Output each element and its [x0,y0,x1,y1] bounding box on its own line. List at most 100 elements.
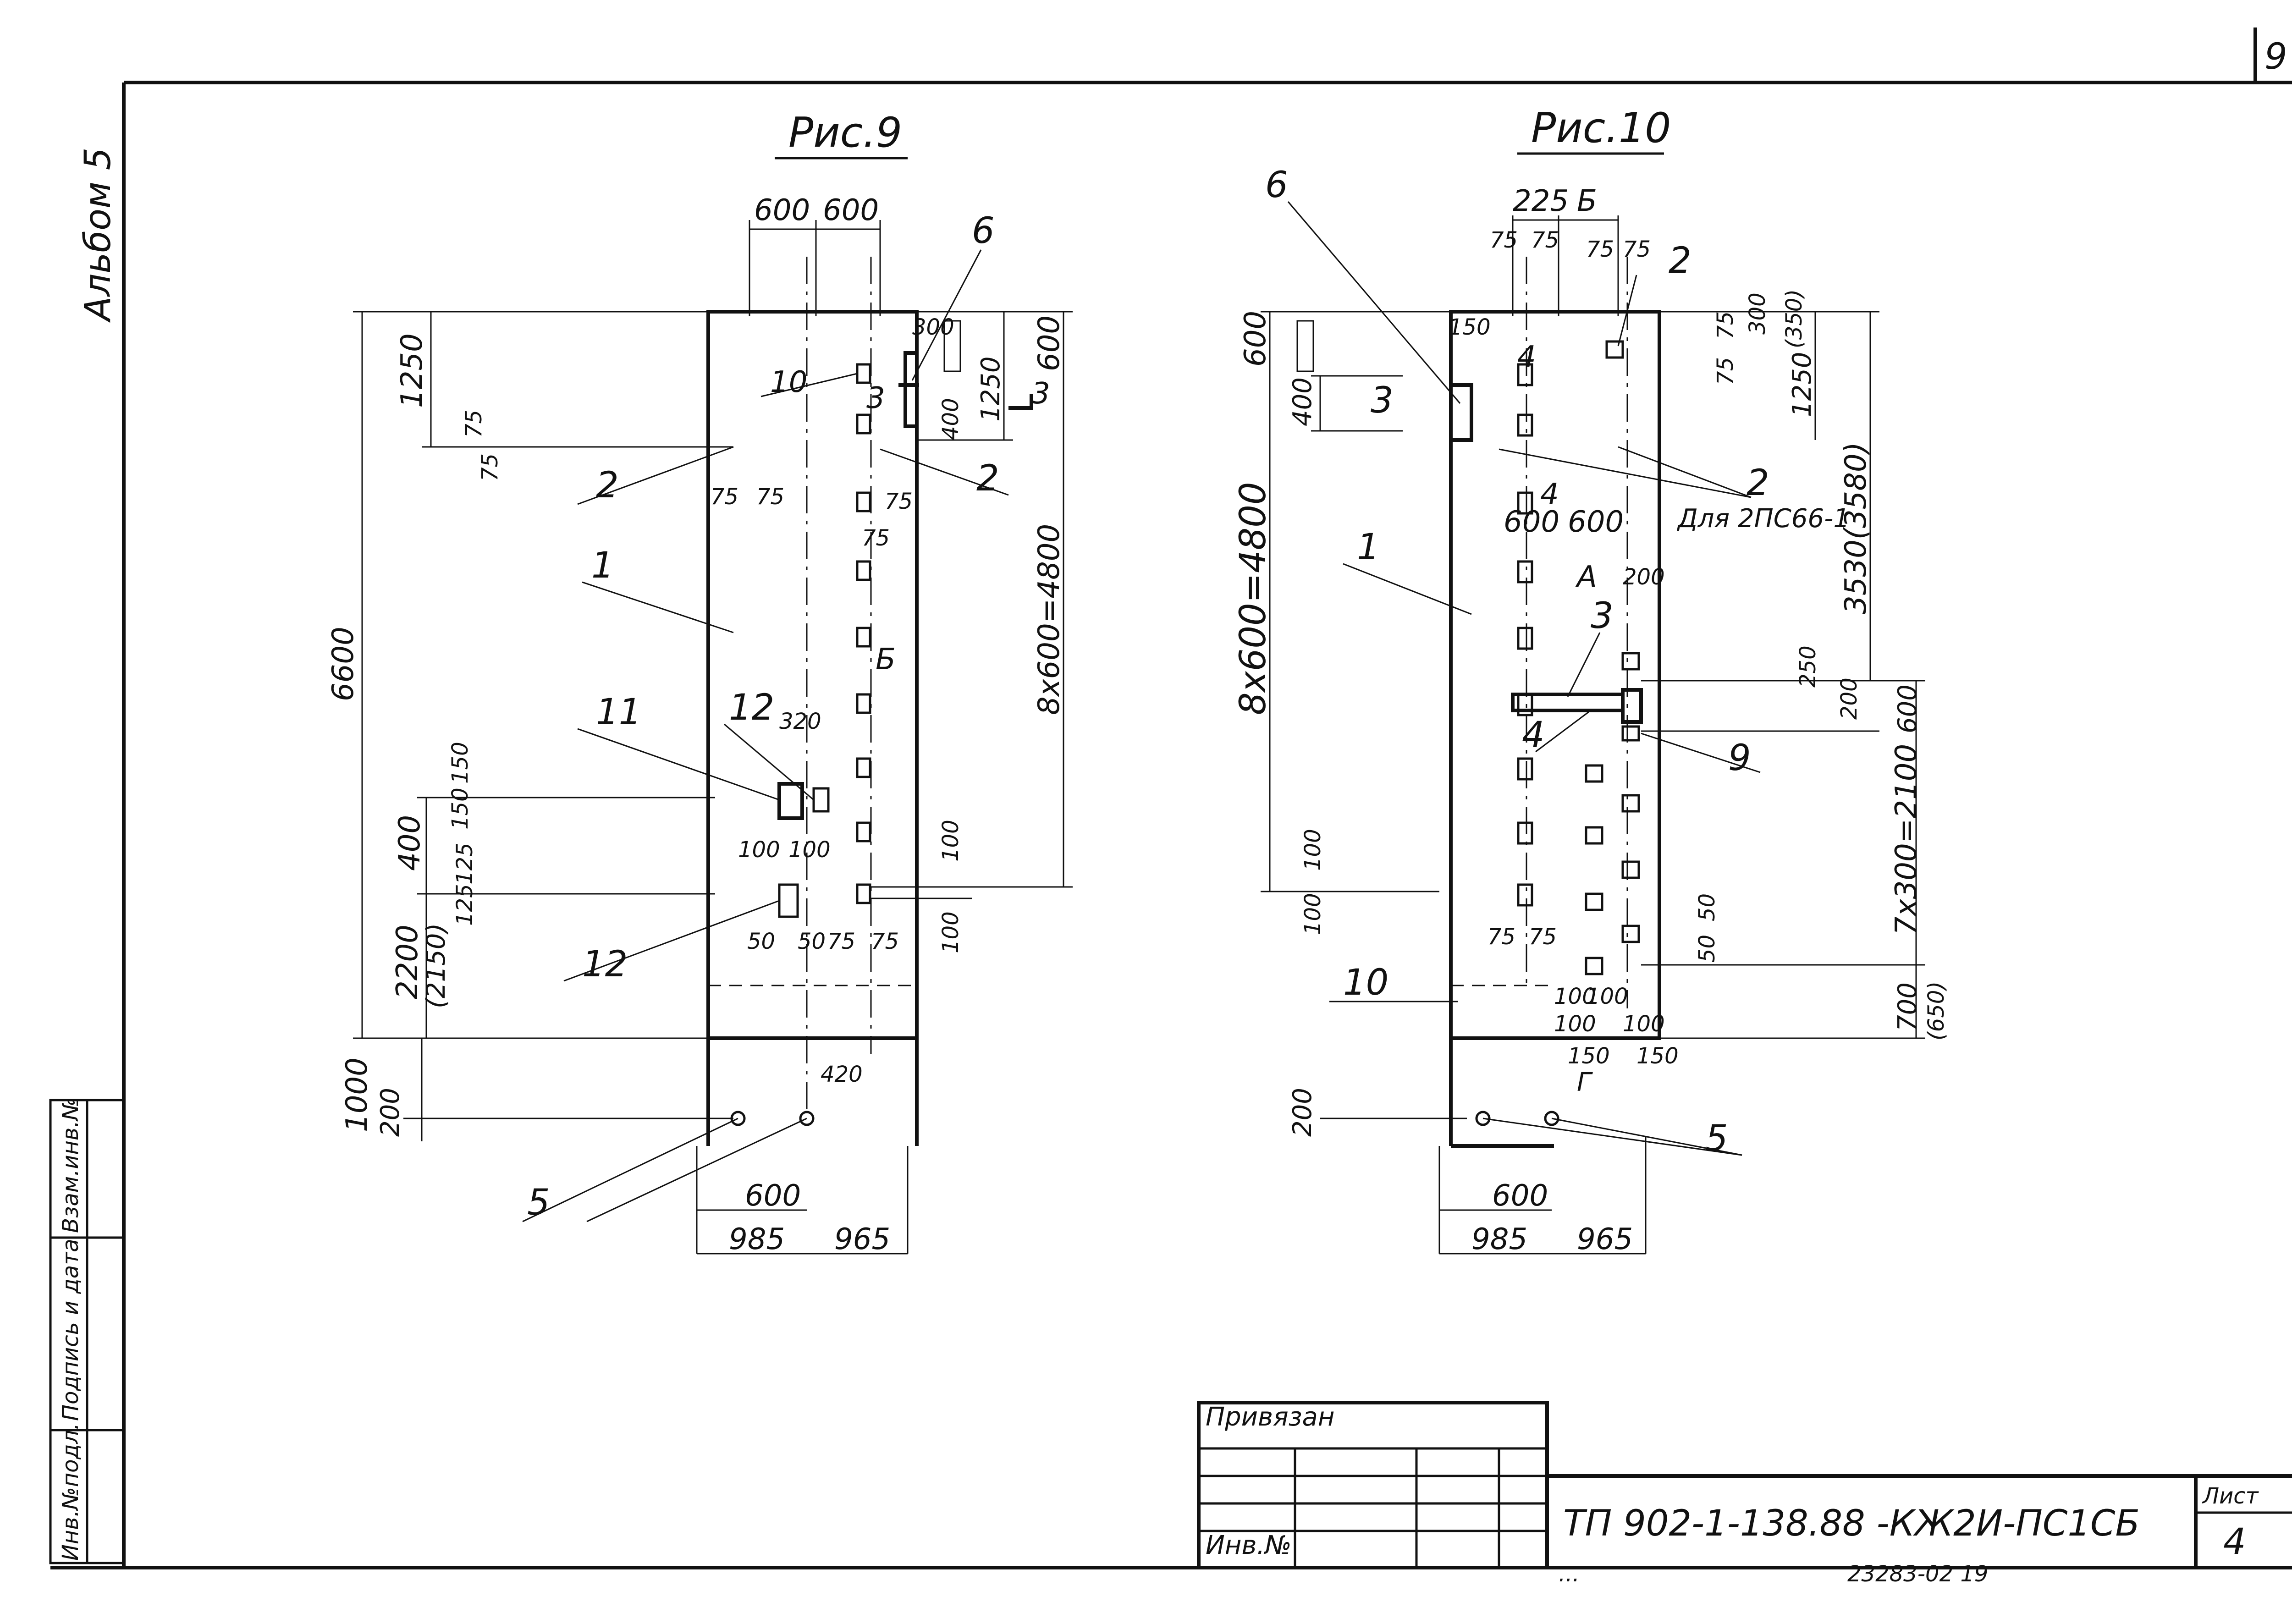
fig10-dim-50r1: 50 [1694,893,1720,921]
fig9-dim-75a: 75 [461,410,487,438]
fig10-callout-3a: 3 [1591,595,1614,637]
fig9-dim-200: 200 [375,1088,405,1137]
fig9-callout-12b: 12 [582,944,628,985]
fig9-callout-5: 5 [527,1182,550,1223]
fig9-dim-75d: 75 [756,484,784,510]
fig9-dim-2150: (2150) [421,923,451,1008]
fig9-dim-2200: 2200 [391,925,424,999]
fig9-dim-75f: 75 [862,525,890,551]
fig10-dim-100l1: 100 [1300,829,1326,871]
fig9-dimensions [353,220,1073,1255]
fig10-callout-4a: 4 [1517,340,1536,374]
fig9-dim-75b: 75 [477,453,503,481]
title-block: Привязан Инв.№ ТП 902-1-138.88 -КЖ2И-ПС1… [1197,1401,2292,1587]
fig9-callout-3b: 3 [1031,377,1050,411]
fig10-dim-350r: (350) [1781,289,1807,348]
stamp-inv-podl: Инв.№подл. [58,1423,83,1561]
fig10-dim-75r2: 75 [1713,357,1738,385]
fig9-callout-3a: 3 [866,381,885,415]
fig10-panel [1449,310,1661,1040]
fig10-dim-200r: 200 [1836,677,1862,720]
fig10-callout-4c: 4 [1522,715,1545,756]
fig10-callout-1: 1 [1357,527,1380,568]
fig9-dim-75h: 75 [871,929,899,954]
fig10-dim-600r: 600 [1893,684,1923,733]
fig9-dim-965: 965 [834,1222,890,1256]
fig9-callout-11: 11 [596,692,641,733]
figure-9: Рис.9 [326,109,1073,1256]
title-block-inv-no: Инв.№ [1206,1530,1292,1560]
figure-10: Рис.10 [1233,104,1949,1256]
fig10-dim-a: А [1575,560,1597,594]
fig9-dim-4800: 8x600=4800 [1032,524,1066,715]
fig9-dim-1000: 1000 [340,1057,374,1132]
fig10-dim-75c: 75 [1586,237,1614,262]
fig9-callout-12a: 12 [729,687,774,728]
fig9-dim-100a: 100 [738,837,780,863]
fig10-dim-600l: 600 [1239,311,1273,367]
fig10-dim-75d: 75 [1623,237,1651,262]
fig10-callout-3b: 3 [1371,380,1394,421]
fig10-title: Рис.10 [1531,104,1671,152]
fig10-dim-300r: 300 [1745,292,1770,335]
fig9-title: Рис.9 [788,109,902,157]
fig9-dim-75c: 75 [711,484,738,510]
fig10-dim-75b: 75 [1531,227,1559,253]
fig10-dim-600a: 600 [1504,505,1559,539]
fig10-dim-985: 985 [1471,1222,1527,1256]
fig9-dim-1250: 1250 [395,333,429,408]
fig10-dim-400l: 400 [1288,377,1317,426]
footer-left: ... [1559,1561,1580,1587]
fig9-plates [777,363,871,918]
fig10-callout-10: 10 [1343,962,1388,1003]
corner-mark: 9 [2264,36,2287,77]
footer-right: 23283-02 19 [1847,1561,1988,1587]
fig9-dim-600-bottom: 600 [745,1179,801,1213]
fig9-dim-50b: 50 [798,929,826,954]
fig10-dim-650: (650) [1923,981,1949,1040]
fig10-dim-200i: 200 [1623,564,1665,590]
fig9-dim-50a: 50 [747,929,775,954]
fig9-dim-150a: 150 [447,742,473,784]
title-block-sheet-label: Лист [2202,1483,2259,1509]
fig10-dim-75i2: 75 [1529,924,1557,950]
fig10-callout-6: 6 [1265,165,1288,206]
fig10-dim-200l: 200 [1288,1088,1317,1137]
fig10-callout-4b: 4 [1540,478,1559,512]
fig9-dim-100b: 100 [788,837,831,863]
fig9-dim-125a: 125 [452,842,478,885]
fig10-dim-600b: 600 [1568,505,1624,539]
fig10-dim-100i3: 100 [1554,1011,1596,1037]
fig9-dim-100r1: 100 [938,820,964,862]
fig10-callout-2b: 2 [1669,240,1691,281]
fig10-dim-75i1: 75 [1488,924,1515,950]
fig9-panel [706,310,919,1040]
fig9-dim-100r2: 100 [938,911,964,953]
sheet-frame: 9 [50,28,2292,1569]
title-block-privyazan: Привязан [1206,1402,1334,1432]
fig9-dim-420: 420 [821,1062,863,1087]
stamp-vzam-inv: Взам.инв.№ [58,1098,83,1233]
fig10-dim-150i1: 150 [1568,1043,1610,1069]
album-label: Альбом 5 [77,148,119,323]
fig10-dim-50r2: 50 [1694,935,1720,963]
fig10-plates [1511,340,1643,975]
title-block-sheet-number: 4 [2223,1521,2246,1563]
stamp-signature-date: Подпись и дата [58,1239,83,1421]
fig9-dim-75e: 75 [885,489,913,514]
fig9-dim-1250r: 1250 [976,356,1006,422]
fig9-dim-320: 320 [779,709,821,734]
fig10-dim-250r: 250 [1795,645,1821,688]
fig10-dim-g: Г [1577,1068,1593,1097]
fig10-dimensions [1261,215,1925,1255]
fig10-dim-3530: 3530(3580) [1839,442,1873,614]
fig9-dim-75g: 75 [827,929,855,954]
fig9-dim-600r: 600 [1032,315,1066,371]
fig9-dim-150b: 150 [447,787,473,830]
side-stamp: Инв.№подл. Подпись и дата Взам.инв.№ [49,1098,125,1564]
fig10-dim-75r1: 75 [1713,311,1738,339]
fig10-dim-965: 965 [1577,1222,1633,1256]
fig10-dim-75a: 75 [1490,227,1518,253]
title-block-code: ТП 902-1-138.88 -КЖ2И-ПС1СБ [1563,1503,2140,1544]
